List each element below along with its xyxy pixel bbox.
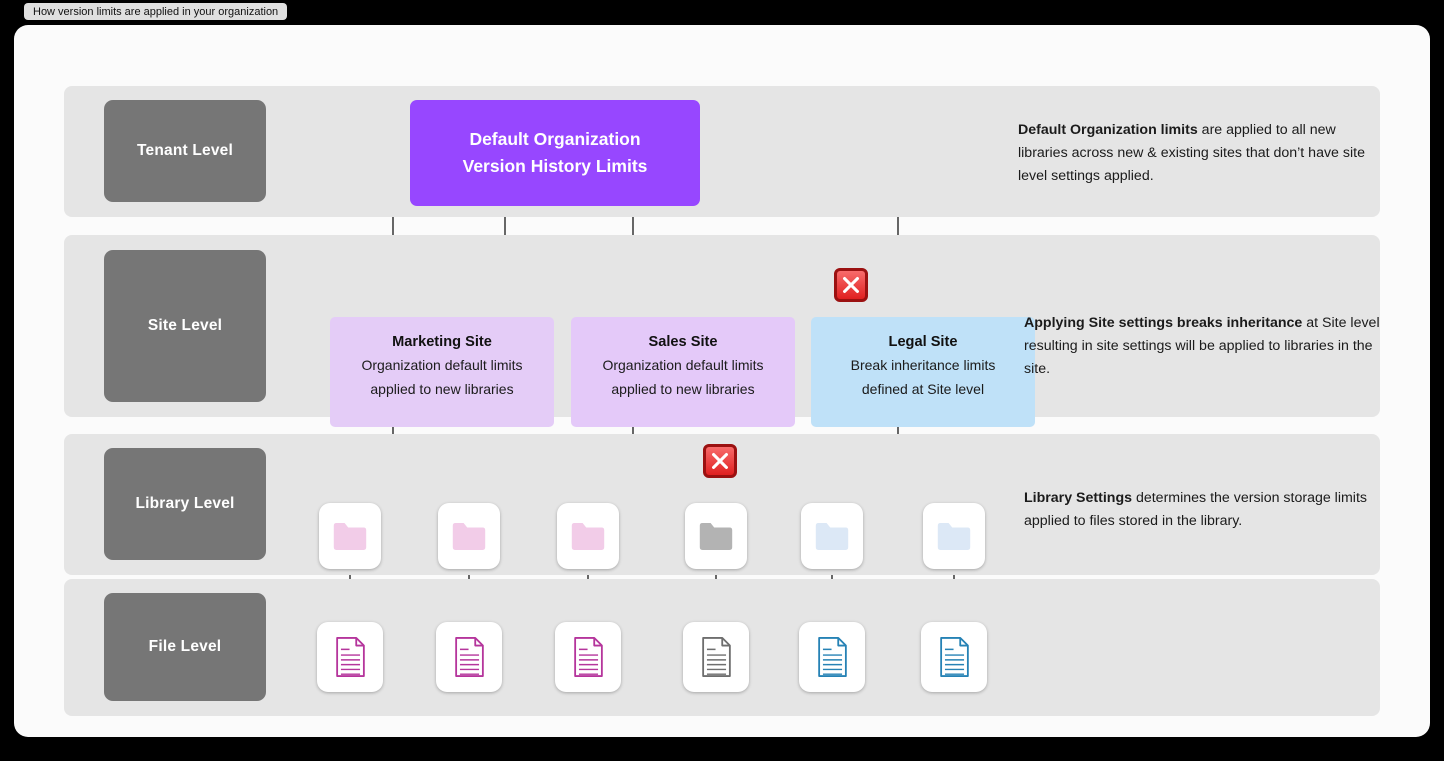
library-node[interactable] bbox=[801, 503, 863, 569]
file-node[interactable] bbox=[799, 622, 865, 692]
library-level-note: Library Settings determines the version … bbox=[1024, 487, 1384, 533]
site-node-legal[interactable]: Legal Site Break inheritance limits defi… bbox=[811, 317, 1035, 427]
document-icon bbox=[573, 637, 603, 677]
level-label-text: File Level bbox=[148, 638, 222, 655]
site-title: Legal Site bbox=[888, 334, 958, 350]
window-title-bar: How version limits are applied in your o… bbox=[24, 3, 288, 20]
site-desc-line1: Organization default limits bbox=[602, 357, 764, 373]
file-node[interactable] bbox=[555, 622, 621, 692]
site-node-sales[interactable]: Sales Site Organization default limits a… bbox=[571, 317, 795, 427]
tenant-node-line1: Default Organization bbox=[469, 129, 641, 149]
folder-icon bbox=[815, 522, 849, 550]
document-icon bbox=[335, 637, 365, 677]
library-node[interactable] bbox=[923, 503, 985, 569]
document-icon bbox=[817, 637, 847, 677]
library-note-bold: Library Settings bbox=[1024, 490, 1133, 506]
site-note-rest: at Site level resulting in site settings… bbox=[1024, 315, 1380, 377]
tenant-default-limits-node[interactable]: Default Organization Version History Lim… bbox=[410, 100, 700, 206]
file-node[interactable] bbox=[436, 622, 502, 692]
tenant-note-rest: are applied to all new libraries across … bbox=[1018, 122, 1365, 184]
folder-icon bbox=[937, 522, 971, 550]
site-desc-line1: Organization default limits bbox=[361, 357, 523, 373]
file-node[interactable] bbox=[317, 622, 383, 692]
level-label-library: Library Level bbox=[104, 448, 266, 560]
tenant-note-bold: Default Organization limits bbox=[1018, 122, 1198, 138]
site-title: Sales Site bbox=[648, 334, 718, 350]
diagram-page: Tenant Level Default Organization Versio… bbox=[14, 25, 1430, 737]
site-level-band: Site Level Marketing Site Organization d… bbox=[64, 235, 1380, 427]
site-title: Marketing Site bbox=[392, 334, 492, 350]
library-node[interactable] bbox=[438, 503, 500, 569]
file-node[interactable] bbox=[921, 622, 987, 692]
library-node[interactable] bbox=[319, 503, 381, 569]
site-node-marketing[interactable]: Marketing Site Organization default limi… bbox=[330, 317, 554, 427]
document-icon bbox=[701, 637, 731, 677]
document-icon bbox=[454, 637, 484, 677]
library-node[interactable] bbox=[557, 503, 619, 569]
level-label-site: Site Level bbox=[104, 250, 266, 402]
tenant-level-band: Tenant Level Default Organization Versio… bbox=[64, 86, 1380, 217]
site-note-bold: Applying Site settings breaks inheritanc… bbox=[1024, 315, 1303, 331]
x-icon bbox=[843, 277, 859, 293]
file-node[interactable] bbox=[683, 622, 749, 692]
window-title-text: How version limits are applied in your o… bbox=[33, 5, 279, 18]
folder-icon bbox=[699, 522, 733, 550]
site-inheritance-blocker[interactable] bbox=[834, 268, 868, 302]
folder-icon bbox=[333, 522, 367, 550]
library-inheritance-blocker[interactable] bbox=[703, 444, 737, 478]
site-desc-line2: applied to new libraries bbox=[611, 381, 755, 397]
document-icon bbox=[939, 637, 969, 677]
tenant-node-line2: Version History Limits bbox=[462, 156, 648, 176]
x-icon bbox=[712, 453, 728, 469]
folder-icon bbox=[571, 522, 605, 550]
level-label-text: Library Level bbox=[135, 495, 235, 512]
level-label-tenant: Tenant Level bbox=[104, 100, 266, 202]
level-label-text: Tenant Level bbox=[137, 142, 233, 159]
folder-icon bbox=[452, 522, 486, 550]
site-level-note: Applying Site settings breaks inheritanc… bbox=[1024, 312, 1384, 381]
tenant-level-note: Default Organization limits are applied … bbox=[1018, 119, 1378, 188]
site-desc-line1: Break inheritance limits bbox=[850, 357, 996, 373]
site-desc-line2: applied to new libraries bbox=[370, 381, 514, 397]
level-label-text: Site Level bbox=[147, 317, 223, 334]
file-level-band: File Level bbox=[64, 579, 1380, 716]
library-note-rest: determines the version storage limits ap… bbox=[1024, 490, 1367, 529]
level-label-file: File Level bbox=[104, 593, 266, 701]
library-node[interactable] bbox=[685, 503, 747, 569]
site-desc-line2: defined at Site level bbox=[861, 381, 985, 397]
